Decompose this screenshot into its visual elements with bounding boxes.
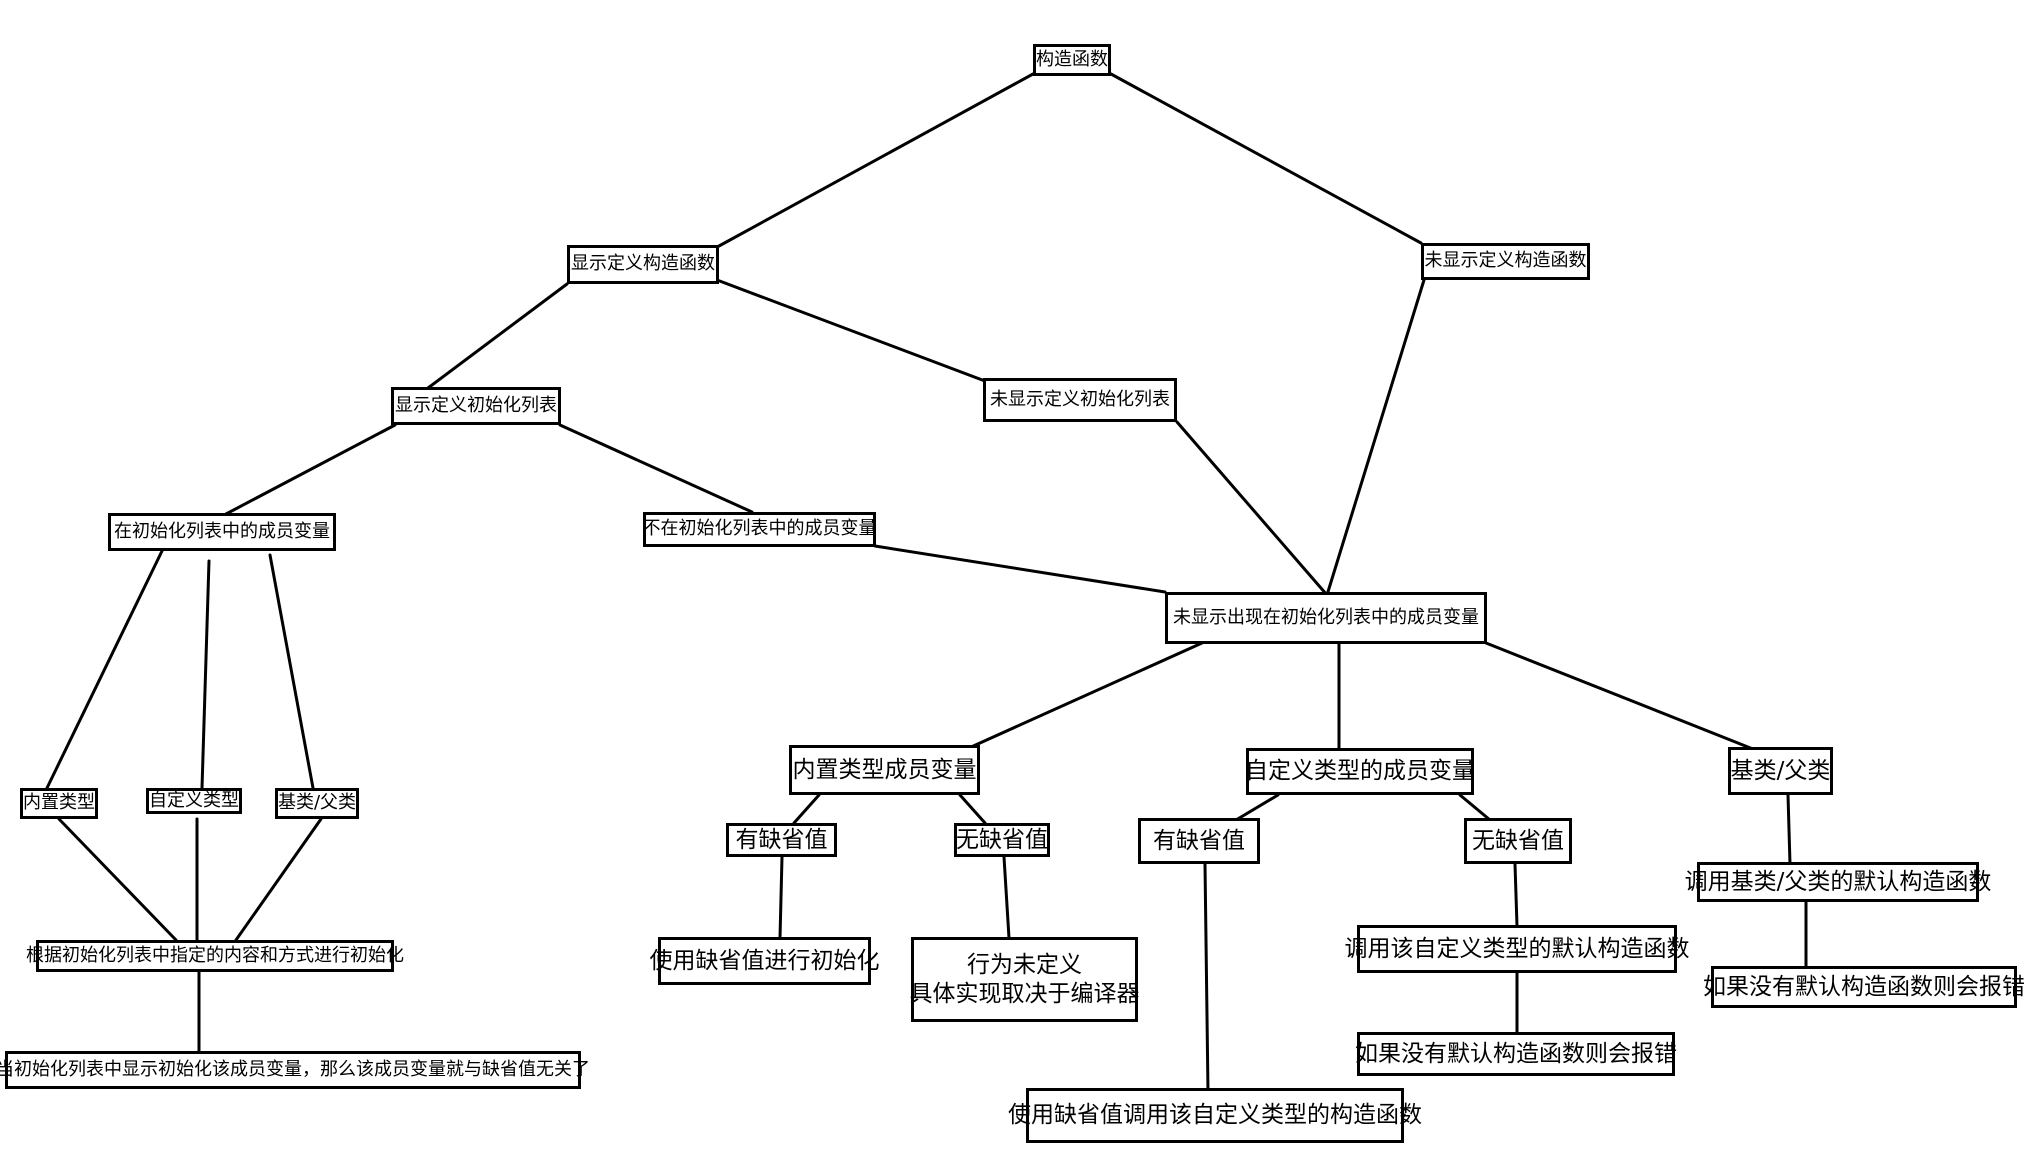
node-not-appearing-members: 未显示出现在初始化列表中的成员变量: [1165, 592, 1487, 644]
node-custom-use-default-ctor: 使用缺省值调用该自定义类型的构造函数: [1008, 1088, 1422, 1143]
node-custom-error: 如果没有默认构造函数则会报错: [1355, 1032, 1677, 1076]
node-custom-members: 自定义类型的成员变量: [1245, 748, 1475, 795]
edge-root-to-implicit-ctor: [1109, 72, 1423, 245]
edge-builtin-has-default-to-use-default: [778, 855, 784, 940]
undefined-behavior-line-1: 行为未定义: [967, 951, 1082, 978]
node-base-error: 如果没有默认构造函数则会报错: [1703, 966, 2025, 1008]
edge-builtin-no-default-to-undefined-behavior: [1002, 855, 1011, 940]
edge-left-builtin-to-init-by-list: [57, 817, 178, 942]
node-init-by-list: 根据初始化列表中指定的内容和方式进行初始化: [26, 940, 404, 972]
node-base-class: 基类/父类: [1728, 747, 1833, 795]
node-builtin-has-default: 有缺省值: [726, 823, 837, 857]
node-list-overrides-default: 当初始化列表中显示初始化该成员变量，那么该成员变量就与缺省值无关了: [0, 1051, 590, 1089]
edge-explicit-ctor-to-explicit-init-list: [426, 282, 569, 390]
node-left-custom: 自定义类型: [146, 788, 242, 814]
node-custom-call-default-ctor: 调用该自定义类型的默认构造函数: [1345, 925, 1690, 973]
edge-not-appearing-to-builtin-members: [958, 641, 1204, 754]
node-implicit-init-list: 未显示定义初始化列表: [983, 378, 1177, 422]
node-explicit-ctor: 显示定义构造函数: [567, 245, 719, 284]
edge-custom-no-default-to-call-default-ctor: [1513, 862, 1519, 928]
node-builtin-no-default: 无缺省值: [954, 823, 1050, 857]
edge-root-to-explicit-ctor: [717, 72, 1035, 248]
edge-implicit-init-list-to-not-appearing-members: [1175, 420, 1329, 597]
node-undefined-behavior: 行为未定义 具体实现取决于编译器: [909, 937, 1140, 1022]
edge-custom-members-to-no-default: [1458, 793, 1492, 822]
node-in-list-members: 在初始化列表中的成员变量: [108, 513, 336, 551]
edge-builtin-members-to-no-default: [958, 793, 987, 825]
edge-left-base-to-init-by-list: [234, 817, 323, 942]
edge-not-appearing-to-base-class: [1484, 641, 1760, 753]
edge-not-in-list-to-not-appearing-members: [873, 544, 1167, 594]
node-builtin-members: 内置类型成员变量: [789, 745, 980, 795]
undefined-behavior-line-2: 具体实现取决于编译器: [909, 980, 1140, 1007]
node-explicit-init-list: 显示定义初始化列表: [391, 387, 561, 425]
edge-custom-has-default-to-use-default-ctor: [1203, 862, 1210, 1094]
edge-implicit-ctor-to-not-appearing-members: [1325, 278, 1426, 597]
node-custom-no-default: 无缺省值: [1464, 818, 1572, 864]
node-not-in-list-members: 不在初始化列表中的成员变量: [643, 512, 877, 547]
node-left-builtin: 内置类型: [20, 788, 98, 819]
edge-in-list-to-left-custom: [200, 559, 211, 790]
node-implicit-ctor: 未显示定义构造函数: [1421, 243, 1590, 280]
edge-explicit-init-list-to-in-list-members: [224, 423, 397, 516]
edge-builtin-members-to-has-default: [792, 793, 821, 825]
edge-in-list-to-left-builtin: [45, 549, 164, 790]
node-custom-has-default: 有缺省值: [1138, 818, 1260, 864]
edge-explicit-init-list-to-not-in-list-members: [558, 423, 754, 514]
edge-explicit-ctor-to-implicit-init-list: [715, 278, 987, 383]
node-left-base: 基类/父类: [275, 788, 359, 819]
edge-in-list-to-left-base: [268, 553, 315, 790]
node-builtin-use-default: 使用缺省值进行初始化: [650, 937, 880, 985]
node-base-call-default-ctor: 调用基类/父类的默认构造函数: [1685, 862, 1991, 902]
edge-custom-members-to-has-default: [1234, 793, 1280, 822]
edge-base-class-to-call-default-ctor: [1786, 793, 1792, 866]
node-root: 构造函数: [1033, 44, 1111, 76]
